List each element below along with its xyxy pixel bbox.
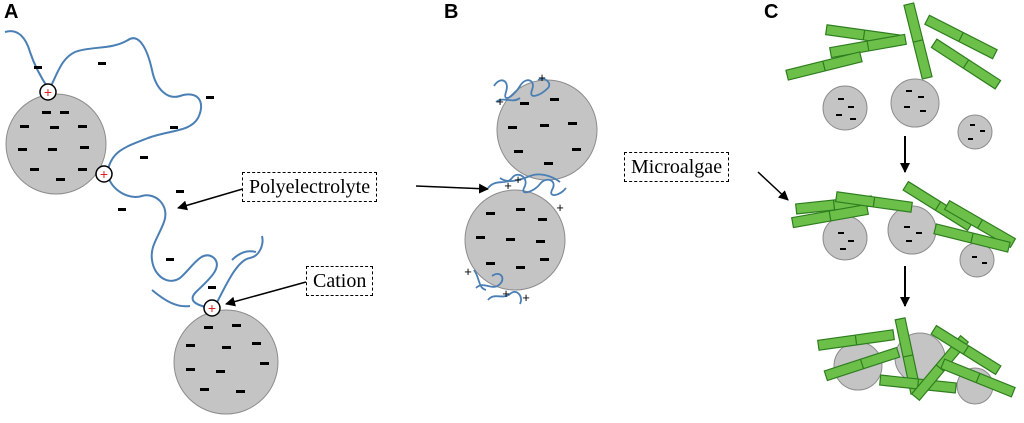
polyelectrolyte-coil xyxy=(473,78,567,305)
svg-text:+: + xyxy=(208,300,216,316)
positive-charges: + + + + + + + + xyxy=(464,70,564,305)
panel-label-c: C xyxy=(764,1,779,23)
particle xyxy=(887,205,937,255)
panel-c xyxy=(757,2,1017,405)
chain-charges xyxy=(34,62,216,289)
particle xyxy=(890,78,940,128)
cation-marker: + xyxy=(95,165,113,183)
particle xyxy=(959,242,995,278)
svg-text:+: + xyxy=(44,84,52,100)
panel-b: + + + + + + + + xyxy=(415,70,598,305)
arrow xyxy=(177,187,247,211)
cation-marker: + xyxy=(39,83,57,101)
cation-label: Cation xyxy=(306,266,374,296)
svg-text:+: + xyxy=(556,200,564,215)
arrow xyxy=(225,281,307,307)
cation-marker: + xyxy=(203,299,221,317)
svg-text:+: + xyxy=(504,178,512,193)
svg-text:+: + xyxy=(522,290,530,305)
arrow xyxy=(415,183,489,194)
polyelectrolyte-label: Polyelectrolyte xyxy=(242,172,378,202)
svg-text:+: + xyxy=(502,286,510,301)
particle xyxy=(957,114,993,150)
arrow xyxy=(757,171,789,201)
svg-text:+: + xyxy=(100,166,108,182)
microalgae-label: Microalgae xyxy=(624,152,730,182)
svg-text:+: + xyxy=(538,70,546,85)
panel-label-a: A xyxy=(4,1,19,23)
polyelectrolyte-chain xyxy=(4,30,264,309)
microalgae-dispersed xyxy=(785,2,1002,90)
svg-text:+: + xyxy=(464,264,472,279)
particle xyxy=(822,85,868,131)
particle xyxy=(822,215,868,261)
svg-text:+: + xyxy=(496,94,504,109)
svg-text:+: + xyxy=(514,172,522,187)
panel-label-b: B xyxy=(444,1,459,23)
panel-a: + + + xyxy=(4,30,307,415)
